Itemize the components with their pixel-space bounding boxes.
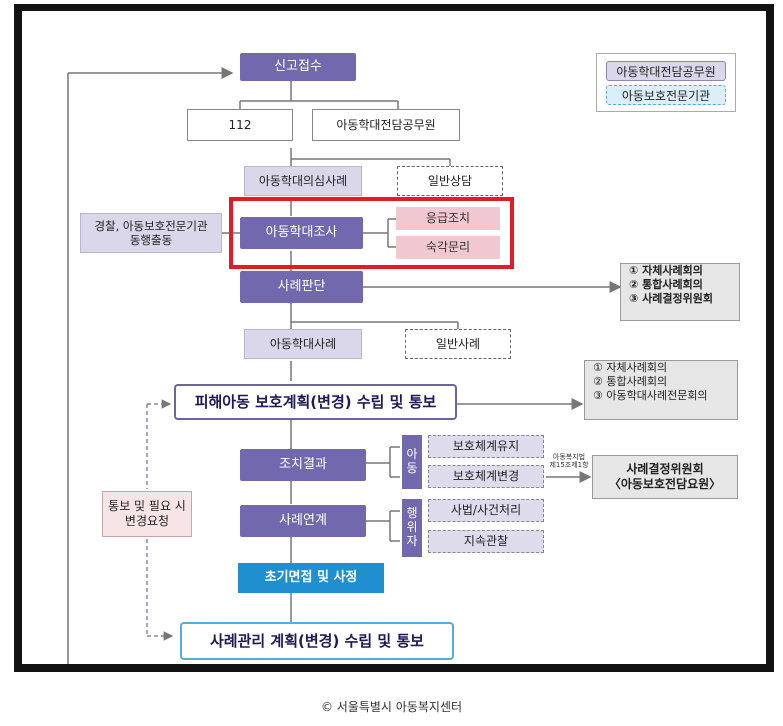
initial-interview-node: 초기면접 및 사정 xyxy=(238,563,384,593)
meeting-note-1-line-3: ③ 사례결정위원회 xyxy=(629,291,713,305)
decision-committee-line-1: 사례결정위원회 xyxy=(626,462,704,476)
meeting-note-1-line-2: ② 통합사례회의 xyxy=(629,277,703,291)
protection-change-node: 보호체계변경 xyxy=(428,465,544,488)
general-consult-node: 일반상담 xyxy=(397,166,503,196)
separation-node: 숙각문리 xyxy=(396,236,500,259)
case-link-node: 사례연계 xyxy=(240,505,366,537)
protection-plan-node: 피해아동 보호계획(변경) 수립 및 통보 xyxy=(174,384,457,420)
legend-item-agency: 아동보호전문기관 xyxy=(606,85,726,105)
meeting-note-2-line-2: ② 통합사례회의 xyxy=(593,374,668,388)
officer-node: 아동학대전담공무원 xyxy=(312,109,460,141)
child-tag-char-1: 아 xyxy=(406,447,418,462)
observation-node: 지속관찰 xyxy=(428,530,544,553)
judicial-node: 사법/사건처리 xyxy=(428,499,544,522)
police-escort-line-2: 동행출동 xyxy=(129,233,173,247)
meeting-note-2-line-1: ① 자체사례회의 xyxy=(593,361,668,374)
meeting-note-2: ① 자체사례회의 ② 통합사례회의 ③ 아동학대사례전문회의 xyxy=(584,360,738,420)
case-management-plan-node: 사례관리 계획(변경) 수립 및 통보 xyxy=(180,622,454,660)
law-reference-line-2: 제15조제1항 xyxy=(549,461,589,470)
child-tag: 아 동 xyxy=(402,435,422,489)
decision-committee-node: 사례결정위원회 〈아동보호전담요원〉 xyxy=(592,455,738,499)
meeting-note-1-line-1: ① 자체사례회의 xyxy=(629,264,703,277)
protection-keep-node: 보호체계유지 xyxy=(428,435,544,458)
notify-request-note: 통보 및 필요 시 변경요청 xyxy=(102,491,192,537)
highlight-box xyxy=(229,197,514,269)
police-escort-note: 경찰, 아동보호전문기관 동행출동 xyxy=(80,213,222,253)
abuse-case-node: 아동학대사례 xyxy=(244,329,362,359)
flowchart-canvas: 아동학대전담공무원 아동보호전문기관 신고접수 112 아동학대전담공무원 아동… xyxy=(22,11,766,664)
general-case-node: 일반사례 xyxy=(405,329,511,359)
node-112: 112 xyxy=(187,109,293,141)
actor-tag-char-2: 위 xyxy=(406,520,418,535)
actor-tag-char-3: 자 xyxy=(406,533,418,548)
investigation-node: 아동학대조사 xyxy=(240,217,363,249)
actor-tag-char-1: 행 xyxy=(406,506,418,521)
image-caption: © 서울특별시 아동복지센터 xyxy=(320,700,463,714)
legend-item-officer: 아동학대전담공무원 xyxy=(606,61,726,81)
notify-request-line-1: 통보 및 필요 시 xyxy=(108,499,186,513)
law-reference: 아동복지법 제15조제1항 xyxy=(546,453,592,470)
suspected-case-node: 아동학대의심사례 xyxy=(244,166,362,196)
meeting-note-1: ① 자체사례회의 ② 통합사례회의 ③ 사례결정위원회 xyxy=(620,263,740,321)
meeting-note-2-line-3: ③ 아동학대사례전문회의 xyxy=(593,388,708,402)
emergency-action-node: 응급조치 xyxy=(396,207,500,230)
child-tag-char-2: 동 xyxy=(406,461,418,475)
police-escort-line-1: 경찰, 아동보호전문기관 xyxy=(94,218,208,233)
report-node: 신고접수 xyxy=(240,53,356,81)
case-judgment-node: 사례판단 xyxy=(240,271,363,303)
actor-tag: 행 위 자 xyxy=(402,499,422,557)
notify-request-line-2: 변경요청 xyxy=(124,514,170,528)
law-reference-line-1: 아동복지법 xyxy=(552,453,586,461)
decision-committee-line-2: 〈아동보호전담요원〉 xyxy=(608,477,722,491)
connector-lines xyxy=(67,67,622,664)
action-result-node: 조치결과 xyxy=(240,449,366,481)
